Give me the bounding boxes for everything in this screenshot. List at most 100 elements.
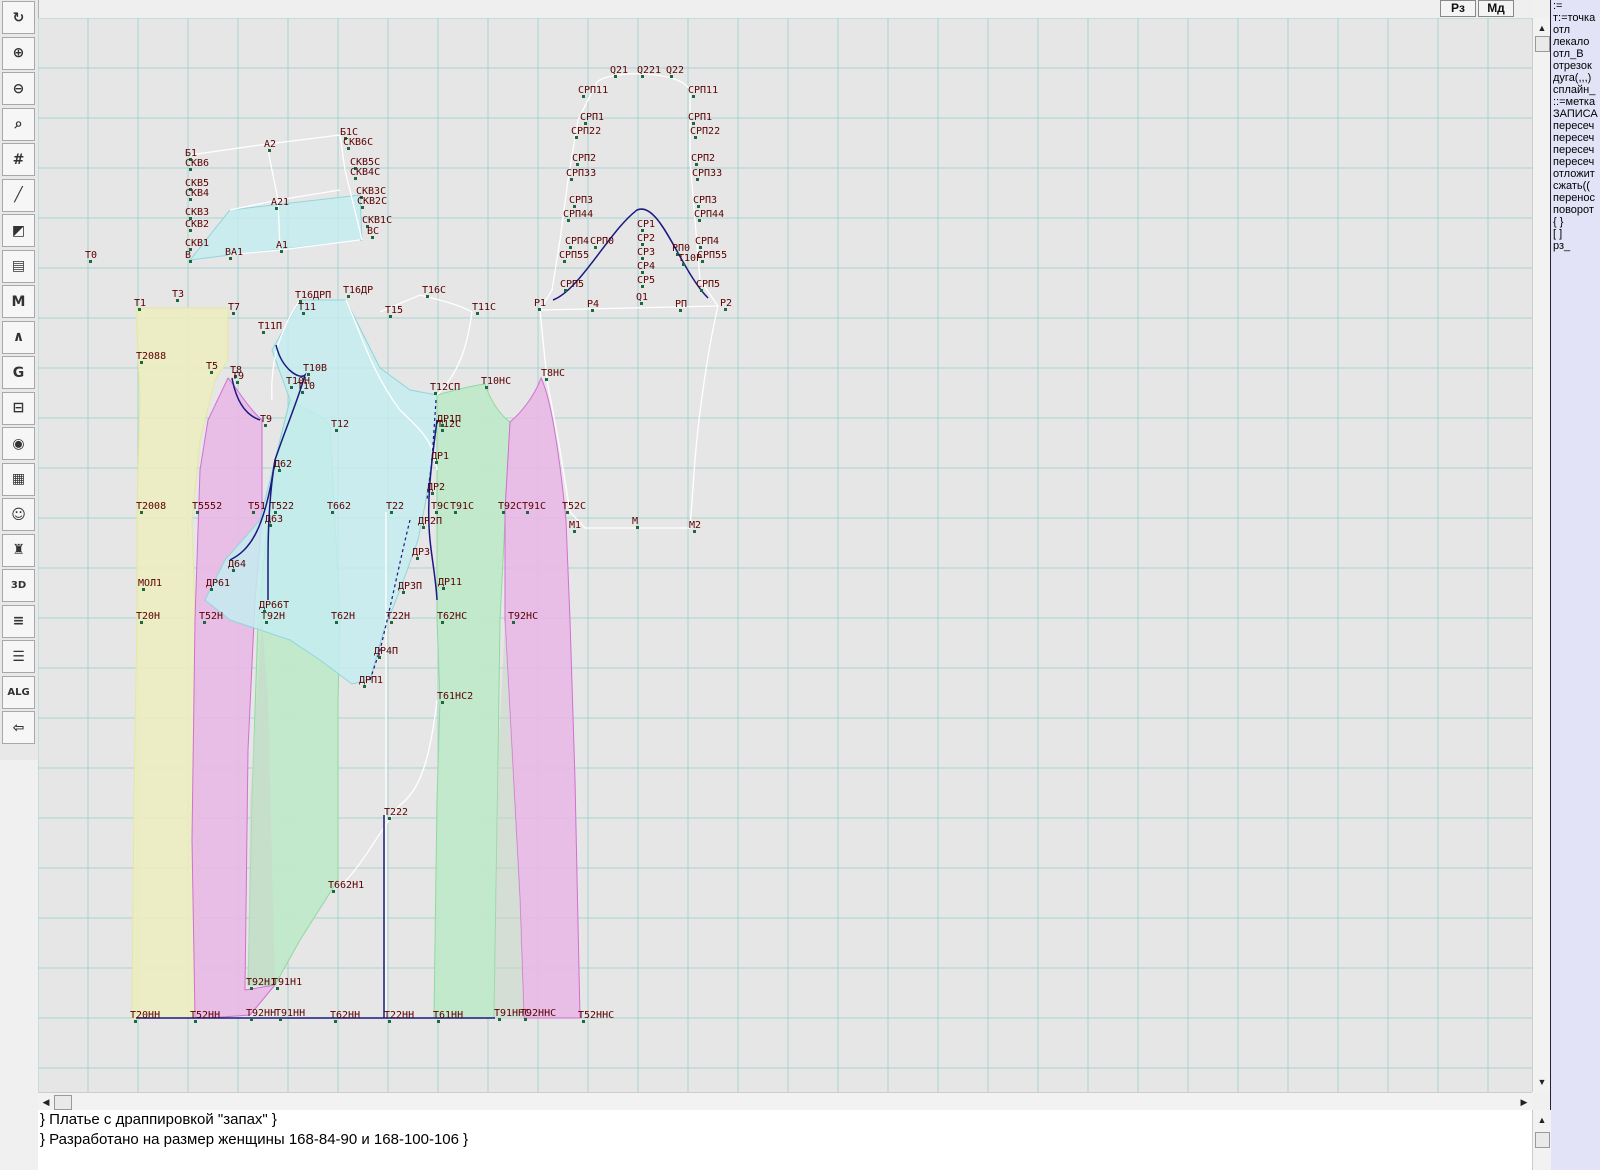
point-label: СРП5 [696, 279, 720, 290]
drape-piece-cyan[interactable] [204, 299, 438, 685]
measure-m-icon[interactable]: M [2, 285, 35, 318]
point-label: М [632, 516, 638, 527]
command-item[interactable]: пересеч [1553, 120, 1595, 132]
point-marker [302, 312, 305, 315]
point-marker [371, 236, 374, 239]
command-item[interactable]: т:=точка [1553, 12, 1596, 24]
command-item[interactable]: дуга(,,,) [1553, 72, 1592, 84]
point-label: Т10 [297, 381, 315, 392]
fill-tool-icon[interactable]: ◩ [2, 214, 35, 247]
point-marker [566, 511, 569, 514]
zoom-fit-icon[interactable]: ⌕ [2, 107, 35, 141]
command-item[interactable]: пересеч [1553, 132, 1595, 144]
refresh-icon[interactable]: ↻ [2, 1, 35, 34]
point-label: Б1 [185, 148, 197, 159]
md-button[interactable]: Мд [1478, 0, 1514, 17]
vertical-scrollbar[interactable]: ▲ ▼ [1532, 18, 1551, 1092]
scroll-right-icon[interactable]: ▶ [1520, 1097, 1528, 1107]
command-item[interactable]: ЗАПИСА [1553, 108, 1598, 120]
point-label: Т16ДР [343, 285, 373, 296]
point-label: Т52С [562, 501, 586, 512]
point-marker [575, 136, 578, 139]
point-marker [264, 424, 267, 427]
line-tool-icon[interactable]: ╱ [2, 178, 35, 212]
layers-icon[interactable]: ☰ [2, 640, 35, 673]
ruler-icon[interactable]: ⊟ [2, 391, 35, 425]
scroll-down-icon[interactable]: ▼ [1537, 1077, 1547, 1087]
compass-icon[interactable]: ∧ [2, 320, 35, 354]
command-item[interactable]: отл_В [1553, 48, 1584, 60]
command-item[interactable]: отл [1553, 24, 1571, 36]
exit-icon[interactable]: ⇦ [2, 711, 35, 744]
command-item[interactable]: ::=метка [1553, 96, 1596, 108]
command-item[interactable]: сжать(( [1553, 180, 1590, 192]
table-icon[interactable]: ▦ [2, 462, 35, 496]
command-item[interactable]: лекало [1553, 36, 1590, 48]
command-item[interactable]: отложит [1553, 168, 1595, 180]
command-item[interactable]: отрезок [1553, 60, 1592, 72]
horizontal-scroll-thumb[interactable] [54, 1095, 72, 1110]
scroll-up-icon[interactable]: ▲ [1537, 23, 1547, 33]
side-piece-pink-right[interactable] [504, 376, 581, 1019]
point-marker [442, 587, 445, 590]
point-marker [512, 621, 515, 624]
command-item[interactable]: поворот [1553, 204, 1594, 216]
algorithm-icon[interactable]: ALG [2, 675, 35, 709]
point-marker [354, 177, 357, 180]
point-label: Т61НН [433, 1010, 463, 1021]
point-marker [641, 243, 644, 246]
document-icon[interactable]: ≡ [2, 604, 35, 638]
point-marker [189, 260, 192, 263]
text-scroll-thumb[interactable] [1535, 1132, 1550, 1148]
command-item[interactable]: := [1553, 0, 1563, 12]
point-label: РП0 [672, 243, 690, 254]
zoom-out-icon[interactable]: ⊖ [2, 72, 35, 105]
command-item[interactable]: [ ] [1553, 228, 1563, 240]
point-marker [388, 817, 391, 820]
point-marker [140, 511, 143, 514]
point-marker [679, 309, 682, 312]
point-label: Т1 [134, 298, 146, 309]
grid-icon[interactable]: # [2, 143, 35, 176]
vertical-scroll-thumb[interactable] [1535, 36, 1550, 52]
point-marker [569, 246, 572, 249]
point-label: Т92С [498, 501, 522, 512]
rz-button[interactable]: Рз [1440, 0, 1476, 17]
point-label: ДР2 [427, 482, 445, 493]
point-label: Т15 [385, 305, 403, 316]
point-label: Т9 [260, 414, 272, 425]
point-label: ДР3П [398, 581, 422, 592]
point-marker [670, 75, 673, 78]
avatar-icon[interactable]: ☺ [2, 498, 35, 531]
script-line-2[interactable]: } Разработано на размер женщины 168-84-9… [40, 1131, 469, 1148]
scroll-left-icon[interactable]: ◀ [42, 1097, 50, 1107]
command-item[interactable]: пересеч [1553, 156, 1595, 168]
point-label: А1 [276, 240, 288, 251]
point-label: А21 [271, 197, 289, 208]
jacket-icon[interactable]: ♜ [2, 533, 35, 567]
script-text-area[interactable]: } Платье с драппировкой "запах" } } Разр… [38, 1110, 1532, 1170]
pattern-tool-icon[interactable]: ▤ [2, 249, 35, 283]
command-item[interactable]: пересеч [1553, 144, 1595, 156]
point-marker [263, 610, 266, 613]
view-3d-icon[interactable]: 3D [2, 569, 35, 602]
point-label: Т222 [384, 807, 408, 818]
command-item[interactable]: рз_ [1553, 240, 1571, 252]
gradation-g-icon[interactable]: G [2, 356, 35, 389]
point-label: Т20НН [130, 1010, 160, 1021]
point-marker [682, 263, 685, 266]
command-item[interactable]: сплайн_ [1553, 84, 1596, 96]
text-scrollbar[interactable]: ▲ [1532, 1110, 1551, 1170]
command-item[interactable]: { } [1553, 216, 1564, 228]
collar-piece-cyan[interactable] [188, 194, 363, 261]
point-label: Т62НН [330, 1010, 360, 1021]
command-item[interactable]: перенос [1553, 192, 1596, 204]
script-line-1[interactable]: } Платье с драппировкой "запах" } [40, 1111, 277, 1128]
horizontal-scrollbar[interactable]: ◀ ▶ [38, 1092, 1532, 1111]
text-scroll-up-icon[interactable]: ▲ [1537, 1115, 1547, 1125]
camera-icon[interactable]: ◉ [2, 427, 35, 460]
zoom-in-icon[interactable]: ⊕ [2, 36, 35, 70]
